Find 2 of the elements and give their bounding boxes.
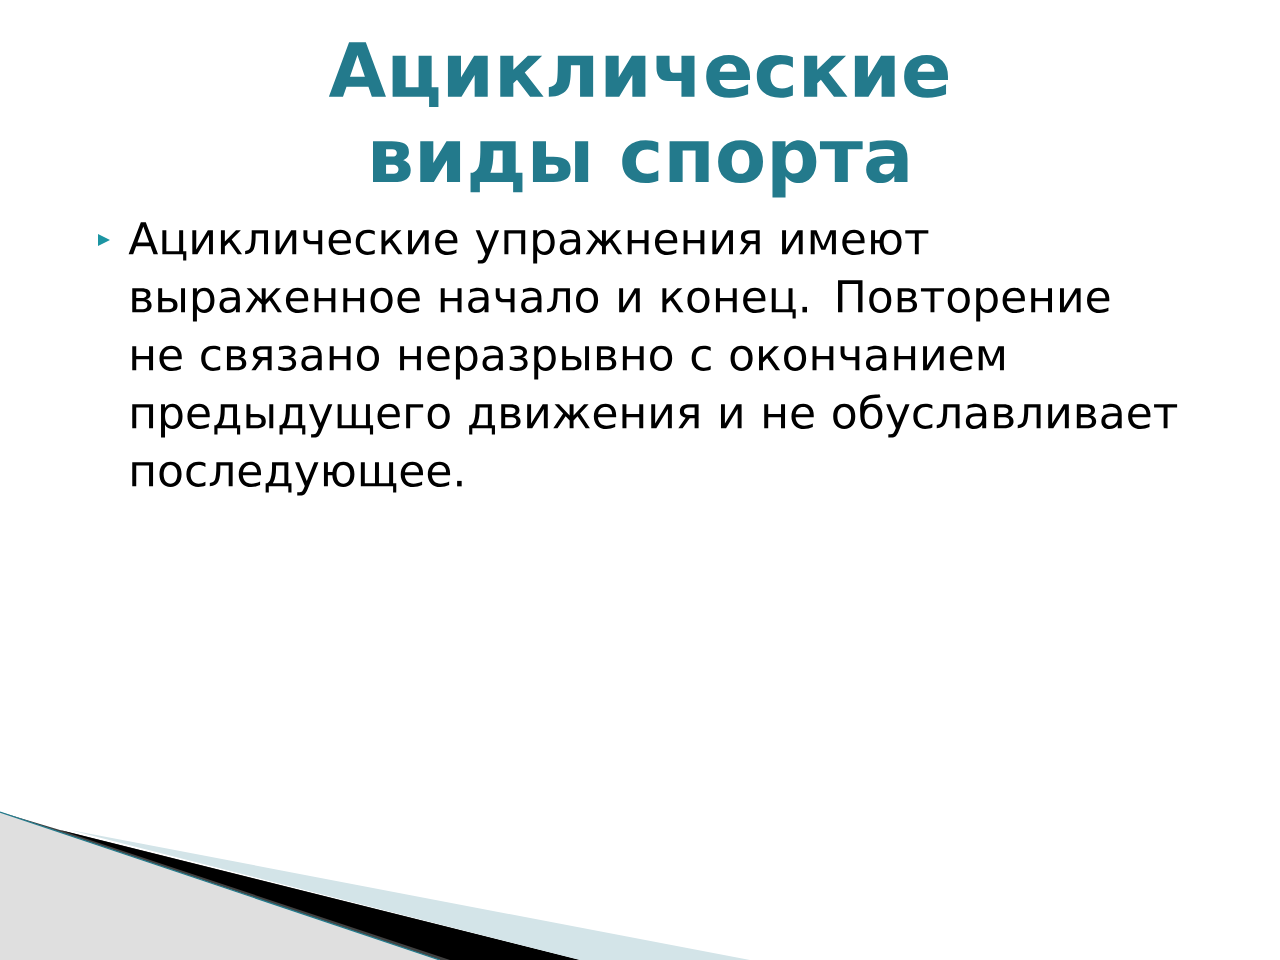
slide-title: Ациклические виды спорта <box>328 42 948 198</box>
bullet-text: Ациклические упражнения имеют выраженное начало и конец. Повторение не связано неразрывно с окончанием предыдущего движения и не обуславливает последующее. <box>128 222 1178 496</box>
